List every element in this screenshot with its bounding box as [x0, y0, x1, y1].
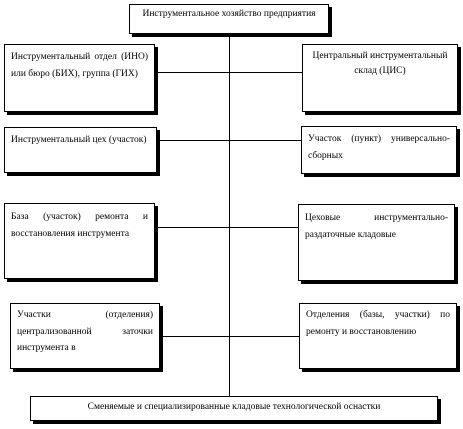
left-box-1-text: Инструментальный отдел (ИНО) или бюро (Б…	[11, 52, 148, 79]
connector-left-1	[155, 72, 229, 73]
connector-left-3	[155, 227, 229, 228]
right-box-4: Отделения (базы, участки) по ремонту и в…	[299, 303, 457, 369]
left-box-2: Инструментальный цех (участок)	[4, 127, 157, 173]
top-box-text: Инструментальное хозяйство предприятия	[142, 9, 316, 19]
top-box: Инструментальное хозяйство предприятия	[129, 4, 329, 34]
connector-right-2	[229, 140, 301, 141]
right-box-2-text: Участок (пункт) универсально- сборных	[308, 134, 450, 161]
connector-left-4	[160, 336, 229, 337]
vertical-trunk-line	[229, 33, 230, 397]
left-box-4-text: Участки (отделения) централизованной зат…	[17, 310, 153, 354]
connector-right-3	[229, 227, 298, 228]
bottom-box-text: Сменяемые и специализированные кладовые …	[87, 402, 381, 412]
right-box-3: Цеховые инструментально-раздаточные клад…	[298, 204, 455, 281]
connector-right-4	[229, 336, 299, 337]
right-box-1-text: Центральный инструментальный склад (ЦИС)	[312, 51, 448, 77]
left-box-4: Участки (отделения) централизованной зат…	[10, 303, 160, 369]
connector-left-2	[157, 140, 229, 141]
left-box-1: Инструментальный отдел (ИНО) или бюро (Б…	[4, 44, 155, 112]
left-box-2-text: Инструментальный цех (участок)	[11, 135, 147, 145]
right-box-1: Центральный инструментальный склад (ЦИС)	[302, 44, 458, 112]
right-box-2: Участок (пункт) универсально- сборных	[301, 126, 457, 174]
right-box-3-text: Цеховые инструментально-раздаточные клад…	[305, 213, 448, 240]
left-box-3: База (участок) ремонта и восстановления …	[4, 203, 155, 279]
left-box-3-text: База (участок) ремонта и восстановления …	[11, 212, 148, 239]
bottom-box: Сменяемые и специализированные кладовые …	[30, 396, 438, 421]
right-box-4-text: Отделения (базы, участки) по ремонту и в…	[306, 310, 450, 337]
connector-right-1	[229, 72, 302, 73]
